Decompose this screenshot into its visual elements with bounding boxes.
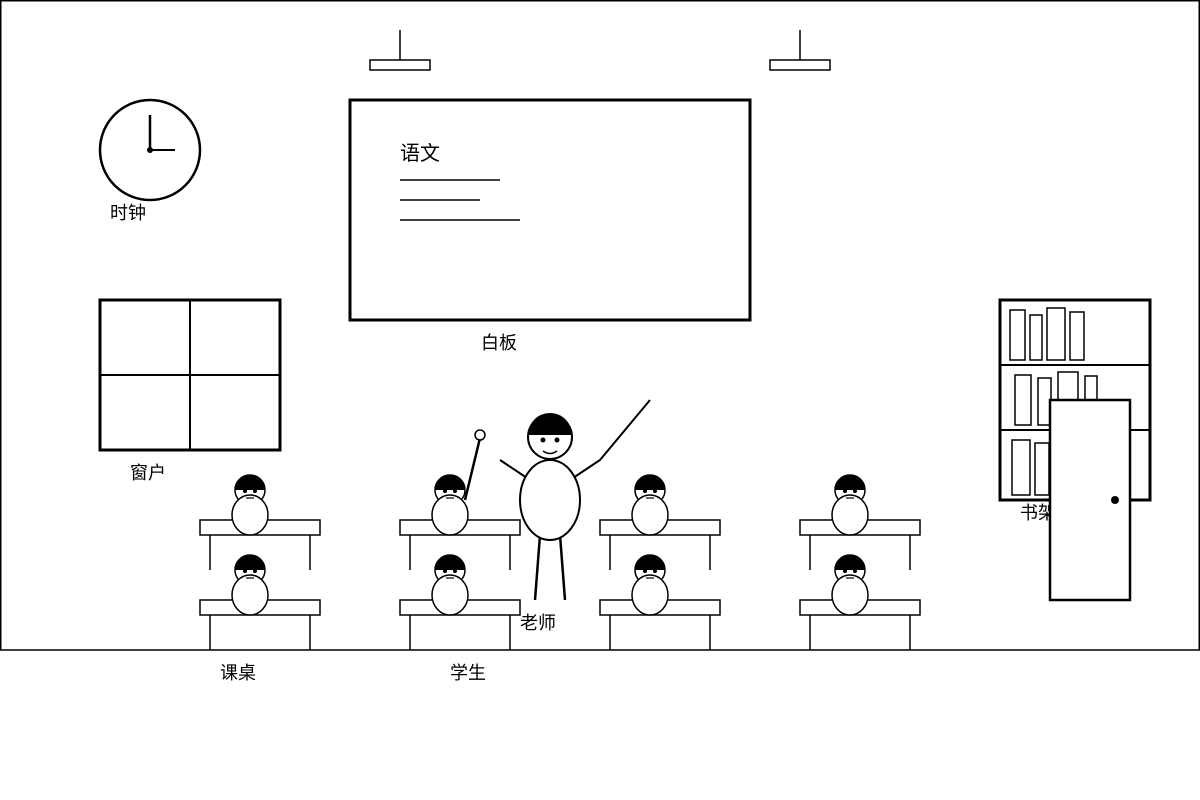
student-eye bbox=[243, 489, 247, 493]
student-hair bbox=[435, 555, 465, 570]
book bbox=[1034, 442, 1050, 496]
book bbox=[1069, 311, 1085, 361]
student-label: 学生 bbox=[450, 663, 486, 684]
student-body bbox=[631, 574, 669, 616]
student-eye bbox=[253, 489, 257, 493]
student-hair bbox=[835, 475, 865, 490]
student-hair bbox=[435, 475, 465, 490]
student bbox=[631, 474, 669, 536]
student-hair bbox=[235, 475, 265, 490]
book bbox=[1029, 314, 1043, 361]
whiteboard: 语文 白板 bbox=[348, 98, 752, 354]
student-body bbox=[431, 494, 469, 536]
student-eye bbox=[643, 569, 647, 573]
student-body bbox=[631, 494, 669, 536]
book bbox=[1014, 374, 1032, 426]
student-body bbox=[831, 574, 869, 616]
book bbox=[1046, 307, 1066, 361]
student-eye bbox=[443, 489, 447, 493]
student-hair bbox=[635, 475, 665, 490]
student-eye bbox=[843, 489, 847, 493]
book bbox=[1009, 309, 1026, 361]
student-eye bbox=[653, 569, 657, 573]
student bbox=[231, 474, 269, 536]
student-eye bbox=[853, 489, 857, 493]
teacher-label: 老师 bbox=[520, 613, 556, 634]
student-hair bbox=[235, 555, 265, 570]
student bbox=[831, 474, 869, 536]
desk-label: 课桌 bbox=[220, 663, 256, 684]
whiteboard-label: 白板 bbox=[481, 333, 517, 354]
student-body bbox=[231, 574, 269, 616]
student bbox=[631, 554, 669, 616]
book bbox=[1011, 439, 1031, 496]
student-eye bbox=[843, 569, 847, 573]
student-eye bbox=[253, 569, 257, 573]
clock-center bbox=[147, 147, 153, 153]
teacher-eye-right bbox=[554, 437, 560, 443]
student-eye bbox=[643, 489, 647, 493]
whiteboard-subject-text: 语文 bbox=[400, 141, 440, 165]
window: 窗户 bbox=[98, 298, 282, 484]
door bbox=[1048, 398, 1132, 602]
teacher-leg-right bbox=[558, 534, 567, 601]
student-eye bbox=[853, 569, 857, 573]
desks-group bbox=[199, 519, 921, 650]
teacher-hair bbox=[528, 413, 572, 435]
student-eye bbox=[243, 569, 247, 573]
clock-label: 时钟 bbox=[110, 203, 146, 224]
students-group bbox=[231, 474, 869, 616]
student-body bbox=[231, 494, 269, 536]
student-body bbox=[831, 494, 869, 536]
student bbox=[831, 554, 869, 616]
room-outline bbox=[0, 0, 1200, 651]
teacher-pointer-tip bbox=[474, 429, 486, 441]
student-eye bbox=[653, 489, 657, 493]
teacher-arm-right bbox=[569, 399, 651, 481]
teacher-eye-left bbox=[540, 437, 546, 443]
ceiling-light-left bbox=[369, 30, 431, 71]
student bbox=[231, 554, 269, 616]
student-eye bbox=[453, 489, 457, 493]
clock: 时钟 bbox=[98, 98, 202, 224]
student-eye bbox=[453, 569, 457, 573]
ceiling-light-right bbox=[769, 30, 831, 71]
student-hair bbox=[835, 555, 865, 570]
teacher-leg-left bbox=[533, 534, 542, 601]
bookshelf-label: 书架 bbox=[1020, 503, 1056, 524]
teacher-pointer bbox=[463, 437, 482, 501]
student bbox=[431, 474, 469, 536]
student-hair bbox=[635, 555, 665, 570]
student-body bbox=[431, 574, 469, 616]
window-label: 窗户 bbox=[130, 463, 166, 484]
teacher-body bbox=[519, 459, 581, 541]
teacher: 老师 bbox=[463, 399, 651, 634]
student-eye bbox=[443, 569, 447, 573]
teacher-mouth bbox=[542, 450, 558, 455]
student bbox=[431, 554, 469, 616]
door-knob bbox=[1111, 496, 1119, 504]
whiteboard-frame bbox=[348, 98, 752, 322]
